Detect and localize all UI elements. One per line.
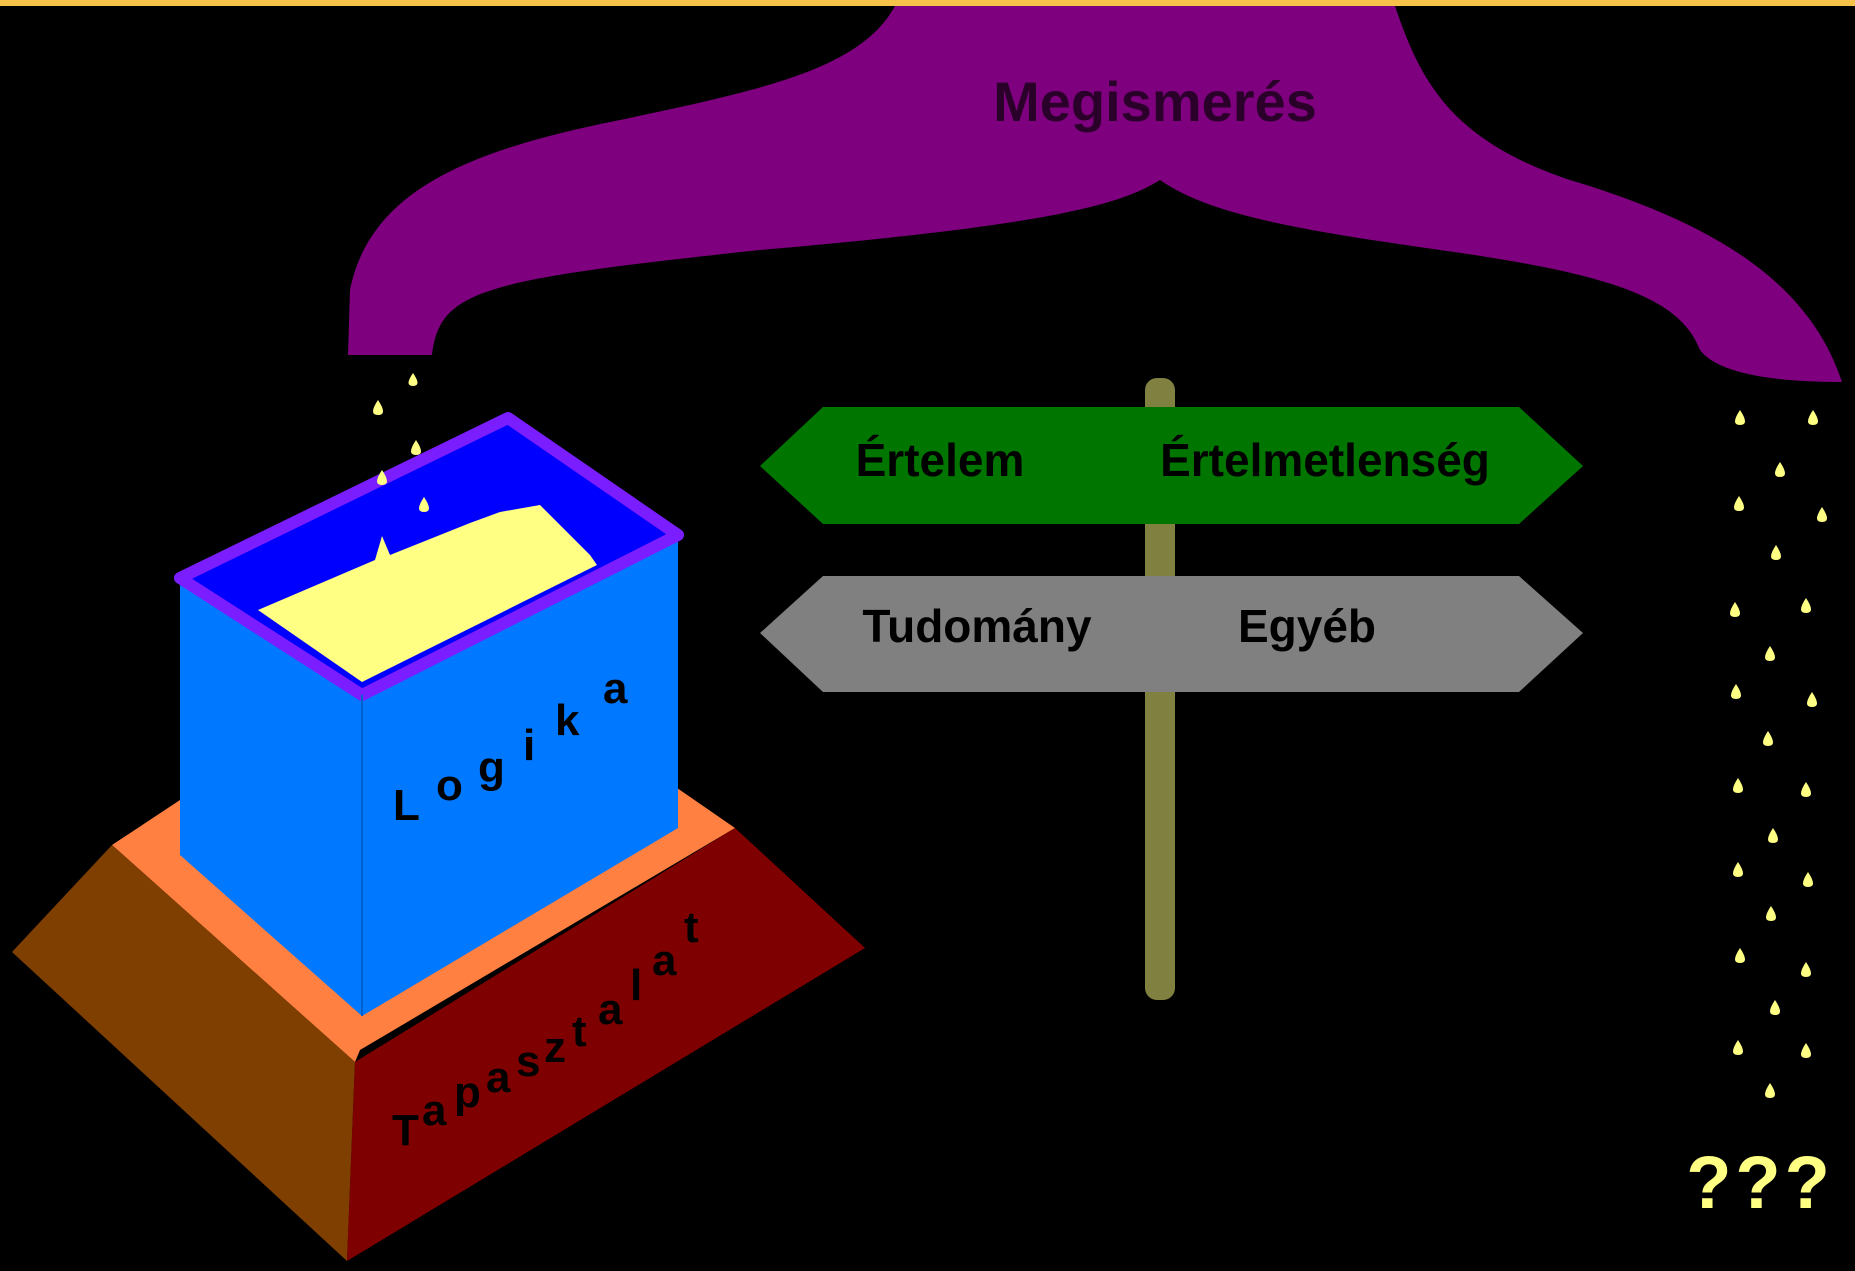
base-label-char-4: a [486, 1053, 511, 1102]
top-frame-border [0, 0, 1855, 6]
sign-top-right-label: Értelmetlenség [1160, 434, 1490, 486]
drop-right-1 [1735, 410, 1745, 425]
drop-left-5 [419, 497, 429, 512]
drop-left-1 [408, 373, 418, 386]
base-left-face [12, 845, 355, 1261]
drop-left-2 [373, 400, 383, 415]
base-right-face [347, 828, 865, 1261]
drop-left-3 [411, 440, 421, 455]
base-label-char-9: l [630, 961, 642, 1010]
box-label: L o g i k a [393, 664, 628, 830]
drop-left-4 [377, 470, 387, 485]
drop-right-2 [1808, 410, 1818, 425]
base-label: T a p a s z t a l a t [392, 903, 699, 1155]
drop-right-19 [1735, 948, 1745, 963]
box-top-rim [174, 412, 684, 701]
cloud-title: Megismerés [993, 70, 1317, 133]
box-label-char-4: i [523, 721, 535, 770]
drop-right-15 [1768, 828, 1778, 843]
drop-right-13 [1733, 778, 1743, 793]
drops-into-unknown [1730, 410, 1827, 1098]
knowledge-cloud [348, 6, 1842, 382]
sign-top-left-label: Értelem [856, 434, 1025, 486]
drop-right-21 [1770, 1000, 1780, 1015]
drop-right-16 [1733, 862, 1743, 877]
box-label-char-3: g [478, 743, 505, 792]
box-liquid [258, 505, 597, 682]
base-label-char-5: s [516, 1037, 540, 1086]
base-label-char-1: T [392, 1106, 419, 1155]
drop-right-6 [1771, 545, 1781, 560]
drop-right-18 [1766, 906, 1776, 921]
drop-right-24 [1765, 1083, 1775, 1098]
sign-bottom-right-label: Egyéb [1238, 600, 1376, 652]
base-label-char-11: t [684, 903, 699, 952]
drop-right-17 [1803, 872, 1813, 887]
drop-right-20 [1801, 962, 1811, 977]
drop-right-11 [1807, 692, 1817, 707]
sign-bottom-board [760, 576, 1583, 692]
box-label-char-1: L [393, 781, 419, 830]
base-label-char-2: a [422, 1086, 447, 1135]
box-front-face [180, 578, 362, 1016]
base-label-char-3: p [454, 1068, 481, 1117]
drop-right-9 [1765, 646, 1775, 661]
drop-right-10 [1731, 684, 1741, 699]
box-label-char-6: a [603, 664, 628, 713]
base-label-char-8: a [598, 985, 623, 1034]
base-label-char-6: z [544, 1023, 566, 1072]
drop-right-7 [1730, 602, 1740, 617]
base-label-char-10: a [652, 936, 677, 985]
unknown-label: ??? [1686, 1141, 1834, 1224]
sign-top-board [760, 407, 1583, 524]
drop-right-3 [1775, 462, 1785, 477]
box-label-char-5: k [555, 696, 580, 745]
base-label-char-7: t [572, 1007, 587, 1056]
drop-right-22 [1733, 1040, 1743, 1055]
drop-right-23 [1801, 1043, 1811, 1058]
drop-right-14 [1801, 782, 1811, 797]
drop-right-8 [1801, 598, 1811, 613]
drop-right-5 [1817, 507, 1827, 522]
drop-right-4 [1734, 496, 1744, 511]
drop-right-12 [1763, 731, 1773, 746]
sign-bottom-left-label: Tudomány [862, 600, 1092, 652]
box-label-char-2: o [436, 761, 463, 810]
drops-into-box [373, 373, 429, 512]
